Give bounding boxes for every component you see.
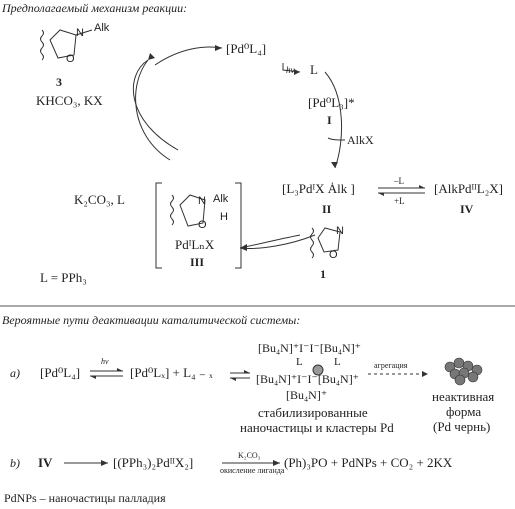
cycle-arc-left (132, 59, 179, 151)
pd-black-aggregate (444, 357, 483, 386)
oxazole-1-O: O (329, 249, 338, 261)
arrowhead-left (148, 53, 155, 60)
stab-line2: наночастицы и кластеры Pd (240, 420, 394, 435)
oxazole-1-ring (317, 227, 341, 253)
alkx-label: AlkX (347, 133, 374, 147)
footnote: PdNPs – наночастицы палладия (4, 491, 166, 505)
arrowhead-b1 (101, 460, 108, 466)
int3-wavy (170, 194, 174, 226)
a-label: a) (10, 366, 20, 380)
L-label: L (310, 62, 318, 77)
inactive-line2: форма (446, 404, 482, 419)
product3-O: O (66, 53, 75, 65)
cluster-L2: L (334, 356, 341, 368)
stab-line1: стабилизированные (258, 405, 368, 420)
b-products: (Ph)₃PO + PdNPs + CO₂ + 2KX (284, 455, 453, 470)
label-1: 1 (320, 267, 326, 281)
pd0l4: [Pd⁰L₄] (226, 41, 267, 56)
L-def: L = PPh₃ (40, 270, 87, 285)
arrow-alkx (327, 137, 346, 141)
arrowhead-right (331, 162, 338, 168)
bracket-right (235, 182, 242, 269)
arrow-1-to-III (239, 234, 301, 249)
k2co3-L: K₂CO₃, L (74, 192, 125, 207)
int3-N: N (198, 195, 206, 207)
plus-L: +L (394, 196, 405, 206)
int3-ring (179, 194, 206, 227)
label-IV: IV (460, 202, 474, 216)
arrowhead-a2-back (230, 378, 236, 381)
product3-ring (49, 29, 77, 59)
arrowhead-bottom (240, 244, 247, 251)
l3pdixalk: [L₃PdᴵX Ȧlk ] (282, 181, 355, 196)
cluster-L1: L (296, 356, 303, 368)
cycle-arc-bottom (239, 234, 316, 249)
aggregation-label: агрегация (374, 361, 408, 370)
section2-title: Вероятные пути деактивации каталитическо… (2, 313, 301, 327)
cycle-arc-top (154, 46, 223, 66)
b-label: b) (10, 456, 20, 470)
arrowhead-a1 (117, 368, 123, 371)
cluster-top: [Bu₄N]⁺I⁻I⁻[Bu₄N]⁺ (258, 341, 362, 355)
product3-Alk: Alk (94, 22, 110, 34)
label-3: 3 (56, 75, 62, 89)
arrowhead-b2 (273, 460, 280, 466)
cycle-arc-left-inner (135, 59, 171, 161)
a-hv: hv (101, 357, 109, 366)
inactive-line3: (Pd чернь) (433, 419, 491, 434)
alkpd2: [AlkPdᴵᴵL₂X] (434, 181, 503, 196)
oxazole-1-N: N (336, 225, 344, 237)
a-pd0lx: [Pd⁰Lₓ] + L₄ ₋ ₓ (130, 365, 213, 380)
arrowhead-agg (422, 371, 428, 377)
cluster-last: [Bu₄N]⁺ (286, 388, 328, 402)
pd0l3: [Pd⁰L₃]* (308, 95, 355, 110)
arrowhead-a1-back (90, 376, 96, 379)
product3-N: N (76, 27, 84, 39)
product3-wavy (40, 29, 44, 61)
bracket-left (155, 182, 162, 269)
label-III: III (190, 255, 205, 269)
oxazole-1-wavy (310, 227, 314, 259)
b-k2co3: K₂CO₃ (238, 451, 261, 460)
a-pd0l4: [Pd⁰L₄] (40, 365, 81, 380)
b-complex: [(PPh₃)₂PdᴵᴵX₂] (113, 455, 194, 470)
arrowhead-eq-right (419, 185, 425, 188)
section1-title: Предполагаемый механизм реакции: (2, 1, 188, 15)
hv-label: hv (286, 65, 295, 75)
arrowhead-a2 (244, 370, 250, 373)
arrowhead-eq-left (378, 193, 384, 196)
cluster-bottom: [Bu₄N]⁺I⁻I⁻[Bu₄N]⁺ (256, 372, 360, 386)
arrowhead-L (294, 69, 300, 75)
label-I: I (327, 113, 332, 127)
b-IV: IV (38, 455, 53, 470)
int3-O: O (198, 219, 207, 231)
arrowhead-top (215, 45, 222, 51)
minus-L: –L (394, 176, 404, 186)
int3-Alk: Alk (213, 193, 229, 205)
int3-H: H (220, 211, 228, 223)
cycle-arc-right (324, 71, 342, 169)
b-oxid: окисление лиганда (220, 466, 285, 475)
inactive-line1: неактивная (432, 389, 495, 404)
label-II: II (322, 202, 332, 216)
khco3: KHCO₃, KX (36, 93, 103, 108)
int3-pd: PdᴵLₙX (175, 237, 215, 252)
